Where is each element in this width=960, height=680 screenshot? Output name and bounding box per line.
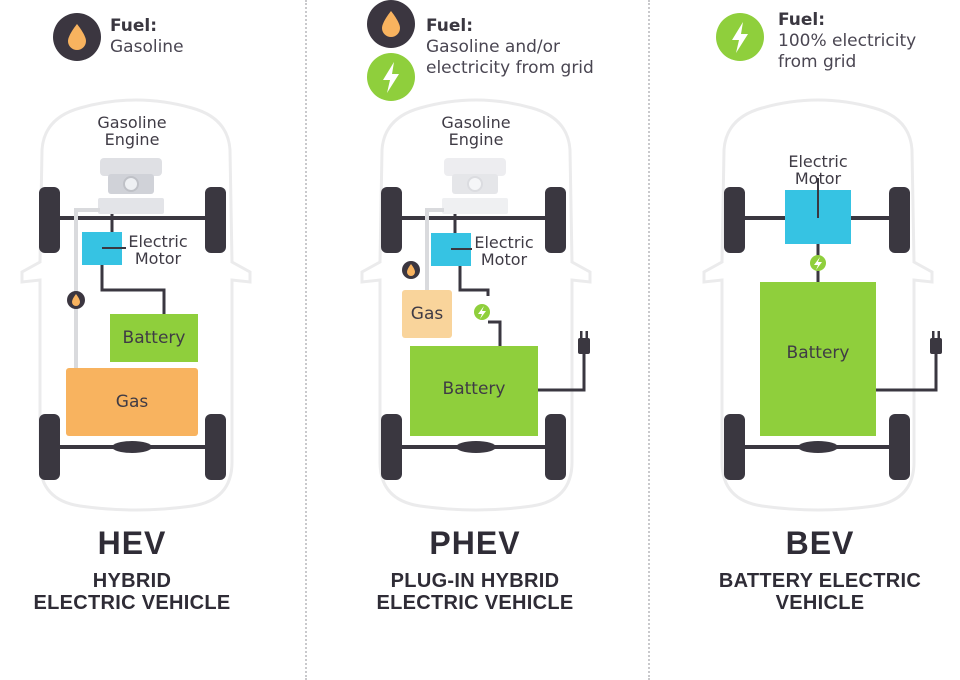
- engine-label: Gasoline Engine: [97, 113, 167, 149]
- fuel-value: Gasoline: [110, 37, 184, 57]
- vehicle-full-name: BATTERY ELECTRIC VEHICLE: [718, 570, 922, 614]
- vehicle-type-title: PHEV PLUG-IN HYBRID ELECTRIC VEHICLE: [325, 526, 625, 614]
- wheel: [724, 187, 745, 253]
- lightning-bolt-icon: [367, 53, 415, 101]
- charging-plug-icon: [930, 331, 942, 354]
- wheel: [39, 414, 60, 480]
- wheel: [205, 187, 226, 253]
- fuel-drop-icon: [53, 13, 101, 61]
- wheel: [39, 187, 60, 253]
- fuel-drop-icon: [402, 261, 420, 279]
- gasoline-engine-icon: [442, 158, 508, 214]
- fuel-label: Fuel:: [110, 16, 158, 36]
- battery-label: Battery: [786, 343, 850, 363]
- vehicle-abbr: PHEV: [429, 525, 521, 561]
- fuel-label: Fuel:: [778, 10, 826, 30]
- motor-label: Electric Motor: [474, 233, 534, 269]
- wheel: [545, 414, 566, 480]
- wheel: [545, 187, 566, 253]
- wheel: [889, 187, 910, 253]
- gasoline-engine-icon: [98, 158, 164, 214]
- engine-label: Gasoline Engine: [441, 113, 511, 149]
- wheel: [381, 414, 402, 480]
- lightning-bolt-icon: [474, 304, 490, 320]
- vehicle-abbr: HEV: [97, 525, 167, 561]
- lightning-bolt-icon: [810, 255, 826, 271]
- vehicle-type-title: HEV HYBRID ELECTRIC VEHICLE: [0, 526, 282, 614]
- wheel: [205, 414, 226, 480]
- fuel-value: 100% electricity from grid: [778, 31, 917, 72]
- fuel-value: Gasoline and/or electricity from grid: [426, 37, 594, 78]
- electric-motor-box: [785, 190, 851, 244]
- motor-label: Electric Motor: [128, 232, 188, 268]
- vehicle-abbr: BEV: [785, 525, 855, 561]
- lightning-bolt-icon: [716, 13, 764, 61]
- fuel-info: Fuel: Gasoline and/or electricity from g…: [426, 16, 594, 79]
- battery-label: Battery: [122, 328, 186, 348]
- fuel-label: Fuel:: [426, 16, 474, 36]
- panel-divider-left: [305, 0, 307, 680]
- battery-label: Battery: [442, 379, 506, 399]
- motor-label: Electric Motor: [788, 152, 848, 188]
- vehicle-full-name: HYBRID ELECTRIC VEHICLE: [33, 570, 231, 614]
- panel-divider-right: [648, 0, 650, 680]
- gas-label: Gas: [410, 304, 444, 324]
- wheel: [889, 414, 910, 480]
- fuel-info: Fuel: Gasoline: [110, 16, 184, 58]
- hev-car-diagram: [20, 98, 252, 512]
- gas-tank-box: [66, 368, 198, 436]
- gas-label: Gas: [115, 392, 149, 412]
- wheel: [724, 414, 745, 480]
- charging-plug-icon: [578, 331, 590, 354]
- battery-box: [110, 314, 198, 362]
- vehicle-full-name: PLUG-IN HYBRID ELECTRIC VEHICLE: [376, 570, 574, 614]
- fuel-drop-icon: [367, 0, 415, 48]
- vehicle-type-title: BEV BATTERY ELECTRIC VEHICLE: [670, 526, 960, 614]
- fuel-info: Fuel: 100% electricity from grid: [778, 10, 916, 73]
- wheel: [381, 187, 402, 253]
